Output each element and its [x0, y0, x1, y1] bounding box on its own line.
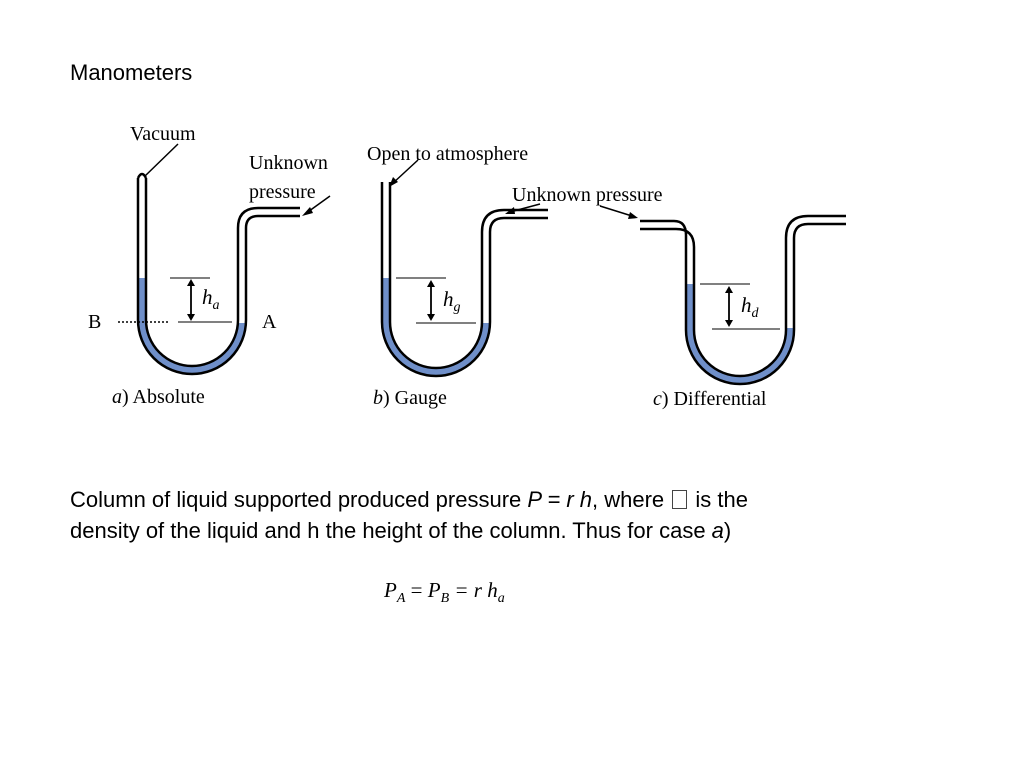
pressure-equation: PA = PB = r ha [384, 578, 505, 607]
eq-rh: = r h [449, 578, 498, 602]
caption-gauge: b) Gauge [373, 387, 447, 409]
label-vacuum: Vacuum [130, 123, 196, 145]
label-unknown-pressure: Unknown pressure [512, 184, 663, 206]
label-hd: hd [741, 293, 760, 321]
body-text-3: is the [689, 487, 748, 512]
caption-differential: c) Differential [653, 388, 767, 410]
manometer-differential [640, 214, 846, 386]
body-text-1: Column of liquid supported produced pres… [70, 487, 528, 512]
label-point-a: A [262, 311, 277, 333]
body-text-2: , where [592, 487, 671, 512]
body-text-4: density of the liquid and h the height o… [70, 518, 712, 543]
label-open-to-atmosphere: Open to atmosphere [367, 143, 528, 165]
label-ha: ha [202, 285, 220, 313]
manometer-absolute [118, 143, 331, 376]
eq-pb-sub: B [440, 591, 450, 607]
manometer-gauge [380, 159, 548, 378]
eq-pa-sub: A [396, 591, 406, 607]
body-paragraph: Column of liquid supported produced pres… [70, 484, 950, 546]
label-pressure: pressure [249, 181, 316, 203]
label-point-b: B [88, 311, 101, 333]
eq-h-sub: a [497, 591, 505, 607]
caption-absolute: a) Absolute [112, 386, 205, 408]
tube-outer-absolute [136, 178, 300, 376]
eq-equals-1: = [405, 578, 428, 602]
missing-glyph-box [672, 490, 688, 509]
tube-cap-absolute [136, 172, 148, 179]
eq-pb: P [427, 578, 441, 602]
label-unknown: Unknown [249, 152, 328, 174]
body-text-5: ) [723, 518, 732, 543]
tube-outer-gauge [380, 182, 548, 378]
tube-inner-absolute [144, 178, 300, 368]
inline-formula: P = r h [527, 487, 592, 512]
unknown-pressure-arrows [505, 203, 638, 219]
label-hg: hg [443, 287, 461, 315]
tube-inner-gauge [388, 182, 548, 370]
slide-title: Manometers [70, 60, 193, 85]
eq-pa: P [384, 578, 397, 602]
case-letter: a [711, 518, 724, 543]
